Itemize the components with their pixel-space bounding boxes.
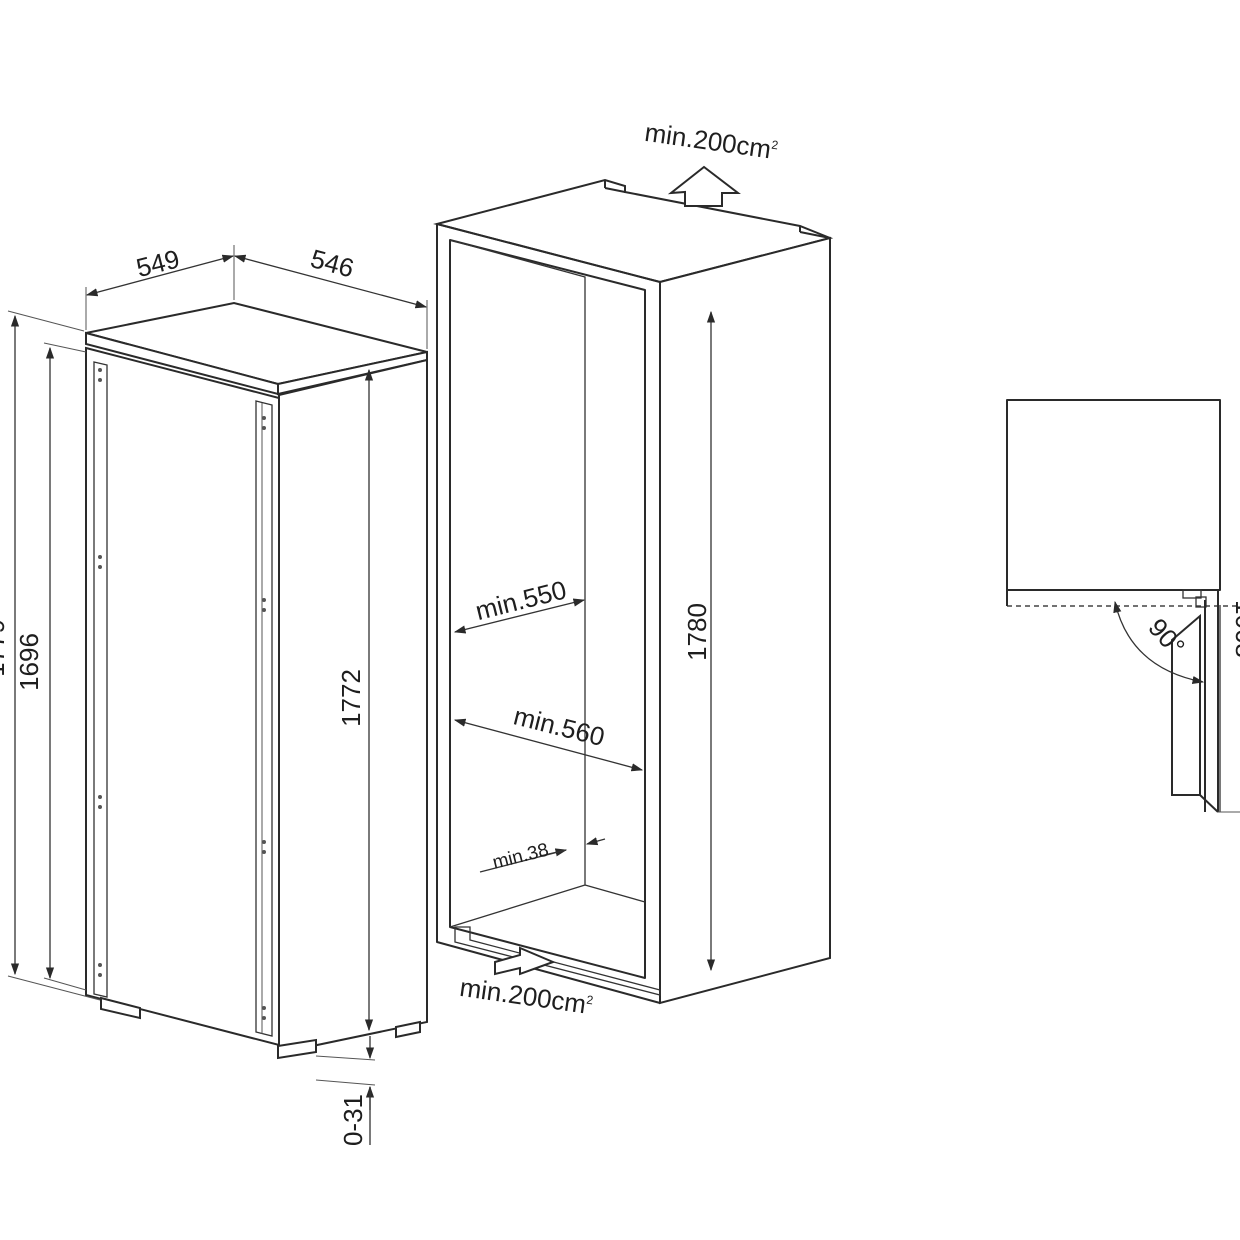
dim-line-width [85, 254, 235, 297]
body-height-label: 1772 [336, 669, 366, 727]
overall-height-label: 1779 [0, 619, 10, 677]
dim-line-min-depth [453, 598, 586, 634]
door-height-label: 1696 [14, 633, 44, 691]
door-rail-left [93, 361, 108, 998]
appliance-door [85, 346, 280, 1047]
foot-adjust-label: 0-31 [338, 1094, 368, 1146]
bottom-vent-slot [454, 926, 661, 996]
appliance-feet [100, 996, 421, 1060]
niche-drawing: min.200cm2 min.200cm2 min.550 min.560 mi… [433, 117, 834, 1019]
niche-height-label: 1780 [682, 603, 712, 661]
appliance-drawing: 549 546 1779 1696 1772 0-31 [0, 243, 428, 1146]
min-gap-label: min.38 [490, 840, 550, 874]
top-vent-label: min.200cm [643, 117, 773, 164]
niche-opening [449, 239, 646, 979]
min-depth-label: min.550 [472, 575, 569, 626]
bottom-vent-sup: 2 [586, 993, 595, 1008]
bottom-vent-arrow-icon [494, 946, 556, 976]
door-rail-right [255, 400, 273, 1037]
angle-arc [1113, 600, 1205, 685]
top-vent-arrow-icon [667, 165, 741, 207]
door-detail-height-label: 1068 [1230, 600, 1240, 658]
cabinet-section [1006, 399, 1221, 591]
top-vent-sup: 2 [771, 138, 780, 153]
min-width-label: min.560 [511, 701, 608, 752]
svg-text:min.200cm2: min.200cm2 [643, 117, 780, 165]
niche-front-frame [436, 223, 661, 1004]
dim-line-depth [233, 254, 428, 309]
width-label: 549 [133, 243, 182, 283]
dim-line-min-width [453, 718, 644, 772]
hinge-holes [98, 368, 266, 1020]
door-opening-detail: 90° 1068 [1006, 399, 1240, 813]
bottom-vent-label: min.200cm [458, 972, 588, 1019]
